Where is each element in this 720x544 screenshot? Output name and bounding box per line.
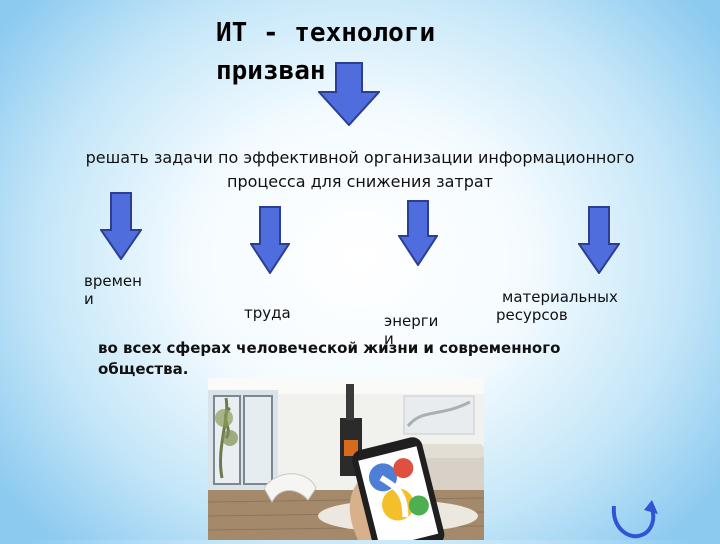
label-time: времен и (84, 272, 142, 308)
subtitle-text: решать задачи по эффективной организации… (40, 146, 680, 194)
down-arrow-icon-energy (398, 200, 438, 266)
subtitle-line-1: решать задачи по эффективной организации… (85, 148, 635, 167)
label-energy-line-2: и (384, 330, 394, 348)
label-labor: труда (244, 304, 291, 322)
label-materials: материальных ресурсов (496, 288, 618, 324)
main-down-arrow-icon (318, 62, 380, 126)
down-arrow-icon-time (100, 192, 142, 260)
subtitle-line-2: процесса для снижения затрат (226, 172, 494, 191)
down-arrow-icon-materials (578, 206, 620, 274)
label-materials-line-1: материальных (502, 288, 618, 306)
down-arrow-icon-labor (250, 206, 290, 274)
label-time-line-2: и (84, 290, 94, 308)
label-energy-line-1: энерги (384, 312, 439, 330)
slide-title: ИТ - технологи призван (216, 18, 436, 86)
living-room-photo (208, 378, 484, 540)
label-energy: энерги и (384, 312, 438, 348)
label-time-line-1: времен (84, 272, 142, 290)
return-arrow-icon[interactable] (606, 496, 662, 544)
footer-text: во всех сферах человеческой жизни и совр… (98, 339, 561, 378)
label-materials-line-2: ресурсов (496, 306, 568, 324)
